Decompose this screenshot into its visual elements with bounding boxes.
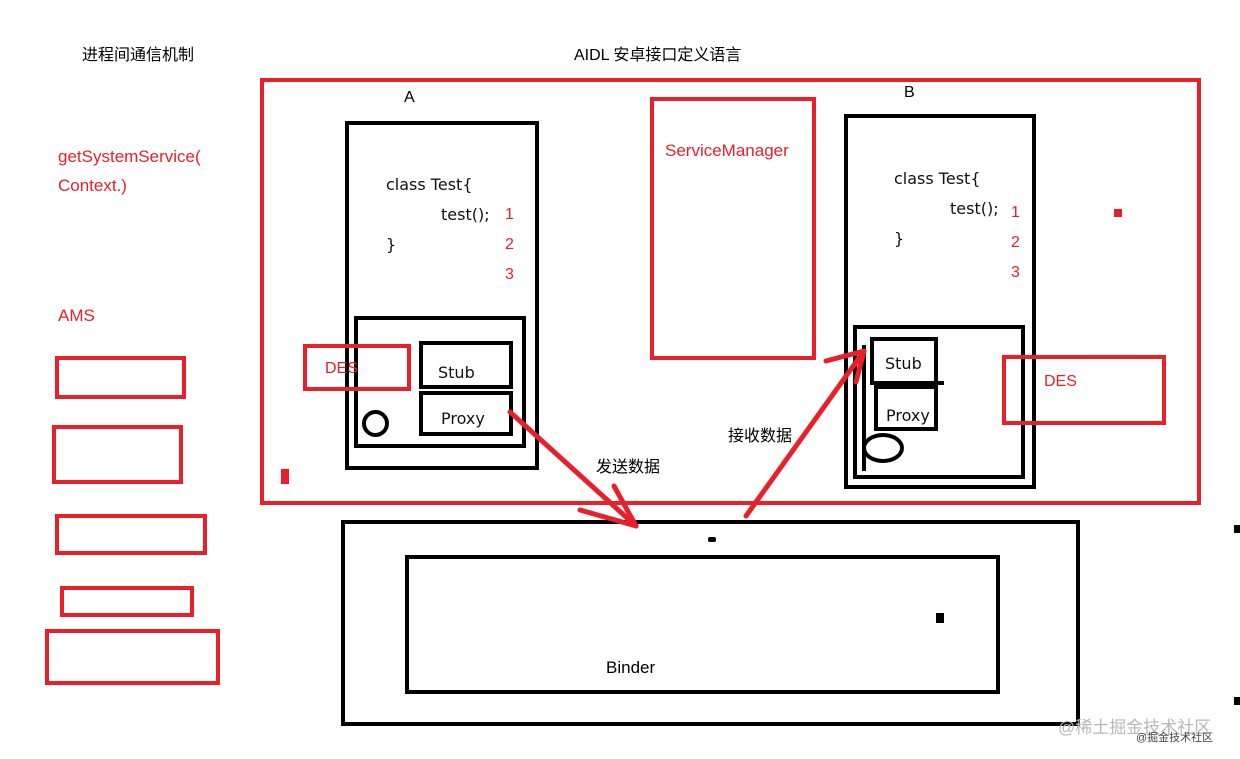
process-b-code-line3: }: [894, 229, 905, 248]
sidebar-box-3: [55, 514, 207, 555]
process-b-des-box: [1002, 355, 1166, 425]
edge-dot-2: [1234, 697, 1240, 705]
process-b-code-line1: class Test{: [894, 169, 981, 188]
process-b-stub-tick: [936, 381, 944, 385]
process-a-proxy-label: Proxy: [441, 409, 485, 428]
watermark-line2: @掘金技术社区: [1136, 732, 1214, 744]
binder-dot-inner: [936, 613, 944, 623]
receive-data-label: 接收数据: [728, 428, 793, 445]
binder-inner-box: [405, 555, 1000, 694]
process-b-inner-line: [862, 345, 866, 471]
process-a-des-label: DES: [325, 360, 358, 377]
process-a-binder-stub-box: [354, 316, 526, 448]
process-a-code-line3: }: [386, 235, 397, 254]
label-context: Context.): [58, 176, 127, 195]
process-a-code-line1: class Test{: [386, 175, 473, 194]
process-a-stub-box: [419, 341, 513, 389]
sidebar-box-5: [45, 629, 220, 685]
binder-dot-top: [708, 537, 716, 542]
edge-dot-1: [1234, 525, 1240, 533]
process-b-label: B: [904, 84, 915, 101]
process-a-step-2: 2: [505, 236, 514, 253]
service-manager-box: [650, 97, 816, 360]
label-ams: AMS: [58, 306, 95, 325]
receive-arrow: [743, 348, 867, 519]
process-b-des-label: DES: [1044, 373, 1077, 390]
process-a-stub-label: Stub: [438, 363, 475, 382]
process-a-step-1: 1: [505, 206, 514, 223]
red-mark-left: [281, 469, 289, 484]
binder-label: Binder: [606, 658, 656, 677]
process-b-step-1: 1: [1011, 204, 1020, 221]
watermark-line1: @稀土掘金技术社区: [1058, 718, 1212, 737]
service-manager-label: ServiceManager: [665, 141, 789, 160]
process-b-box: [844, 114, 1036, 489]
process-a-box: [345, 121, 539, 470]
process-a-label: A: [404, 89, 415, 106]
process-b-proxy-label: Proxy: [886, 406, 930, 425]
process-a-circle: [362, 410, 389, 437]
process-b-proxy-box: [874, 385, 938, 431]
aidl-container: [260, 78, 1201, 505]
sidebar-box-2: [52, 425, 183, 484]
label-get-system-service: getSystemService(: [58, 147, 201, 166]
process-b-code-line2: test();: [950, 199, 999, 218]
process-b-stub-label: Stub: [885, 354, 922, 373]
process-b-binder-stub-box: [853, 325, 1025, 479]
send-data-label: 发送数据: [596, 459, 661, 476]
red-mark-right: [1114, 209, 1122, 217]
process-b-circle: [862, 433, 904, 463]
send-arrow: [507, 409, 639, 529]
process-b-stub-box: [870, 337, 938, 385]
sidebar-box-4: [60, 586, 194, 617]
process-b-step-2: 2: [1011, 234, 1020, 251]
sidebar-box-1: [55, 356, 186, 399]
process-a-step-3: 3: [505, 266, 514, 283]
heading-ipc-mechanism: 进程间通信机制: [82, 47, 195, 64]
process-a-des-box: [303, 344, 411, 391]
process-b-step-3: 3: [1011, 264, 1020, 281]
process-a-code-line2: test();: [441, 205, 490, 224]
binder-outer-box: [341, 520, 1080, 726]
heading-aidl: AIDL 安卓接口定义语言: [574, 47, 742, 64]
